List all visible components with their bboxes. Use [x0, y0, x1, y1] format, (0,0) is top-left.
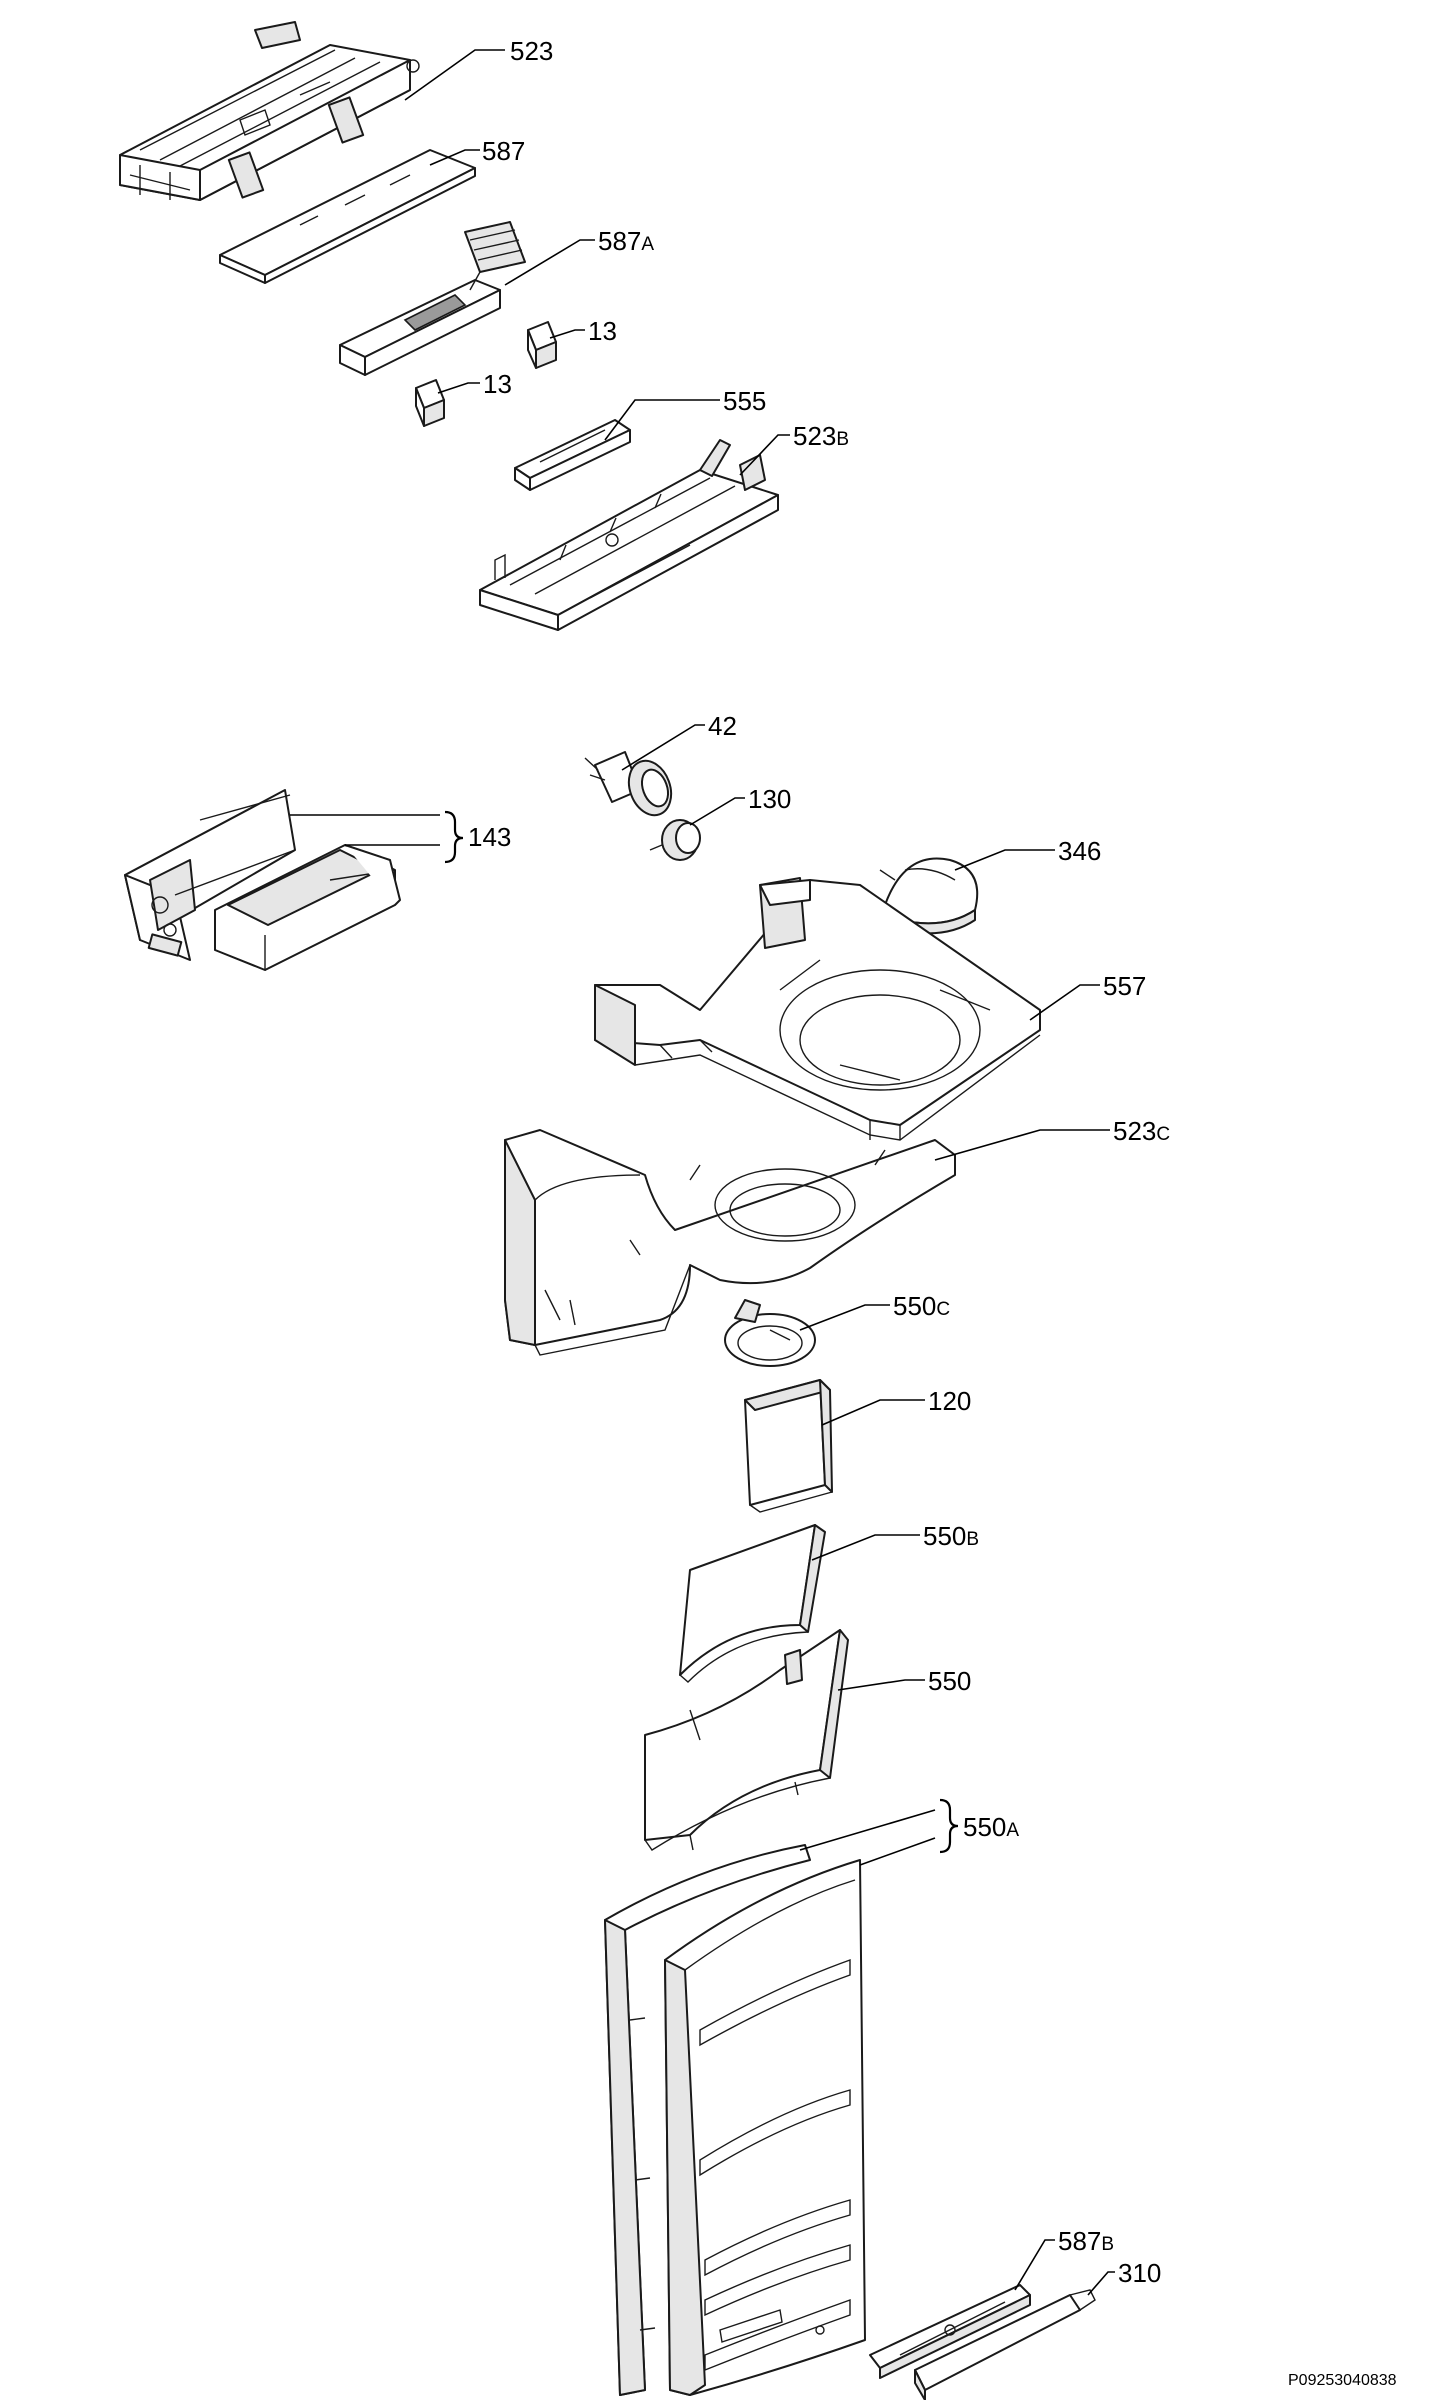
callout-523: 523 — [510, 36, 553, 66]
part-550c-ring — [724, 1299, 816, 1367]
callout-557: 557 — [1103, 971, 1146, 1001]
callout-310: 310 — [1118, 2258, 1161, 2288]
brace-143 — [444, 810, 464, 864]
part-523b-tray — [479, 439, 779, 631]
part-523c-lower-housing — [504, 1129, 956, 1356]
drawing-code: P09253040838 — [1288, 2372, 1397, 2389]
part-120-filter-pad — [744, 1379, 833, 1513]
part-13-clip-upper — [527, 321, 557, 369]
callout-550a: 550A — [963, 1812, 1019, 1842]
part-143-housing — [124, 789, 401, 972]
part-42-lamp-holder — [584, 751, 673, 817]
part-550-dispenser-front — [644, 1629, 849, 1851]
brace-550a — [939, 1798, 959, 1854]
callout-550b: 550B — [923, 1521, 979, 1551]
part-130-bulb — [649, 819, 701, 861]
part-550a-door-panels — [604, 1844, 866, 2396]
part-523-control-housing — [119, 21, 420, 201]
part-587b-small-pcb — [869, 2284, 1031, 2379]
callout-13-upper: 13 — [588, 316, 617, 346]
callout-587b: 587B — [1058, 2226, 1114, 2256]
part-555-board — [514, 419, 631, 491]
part-587a-connector-board — [339, 221, 526, 376]
callout-523c: 523C — [1113, 1116, 1170, 1146]
part-587-pcb — [219, 149, 476, 284]
leader-lines — [290, 49, 1115, 2296]
callout-523b: 523B — [793, 421, 849, 451]
callout-587: 587 — [482, 136, 525, 166]
callout-42: 42 — [708, 711, 737, 741]
part-13-clip-lower — [415, 379, 445, 427]
callout-130: 130 — [748, 784, 791, 814]
callout-550: 550 — [928, 1666, 971, 1696]
part-310-cover-strip — [914, 2289, 1096, 2400]
callout-550c: 550C — [893, 1291, 950, 1321]
part-557-dispenser-frame — [594, 877, 1041, 1141]
callout-120: 120 — [928, 1386, 971, 1416]
callout-555: 555 — [723, 386, 766, 416]
part-550b-curved-panel — [679, 1524, 826, 1683]
callout-587a: 587A — [598, 226, 654, 256]
callout-13-lower: 13 — [483, 369, 512, 399]
callout-346: 346 — [1058, 836, 1101, 866]
callout-143: 143 — [468, 822, 511, 852]
